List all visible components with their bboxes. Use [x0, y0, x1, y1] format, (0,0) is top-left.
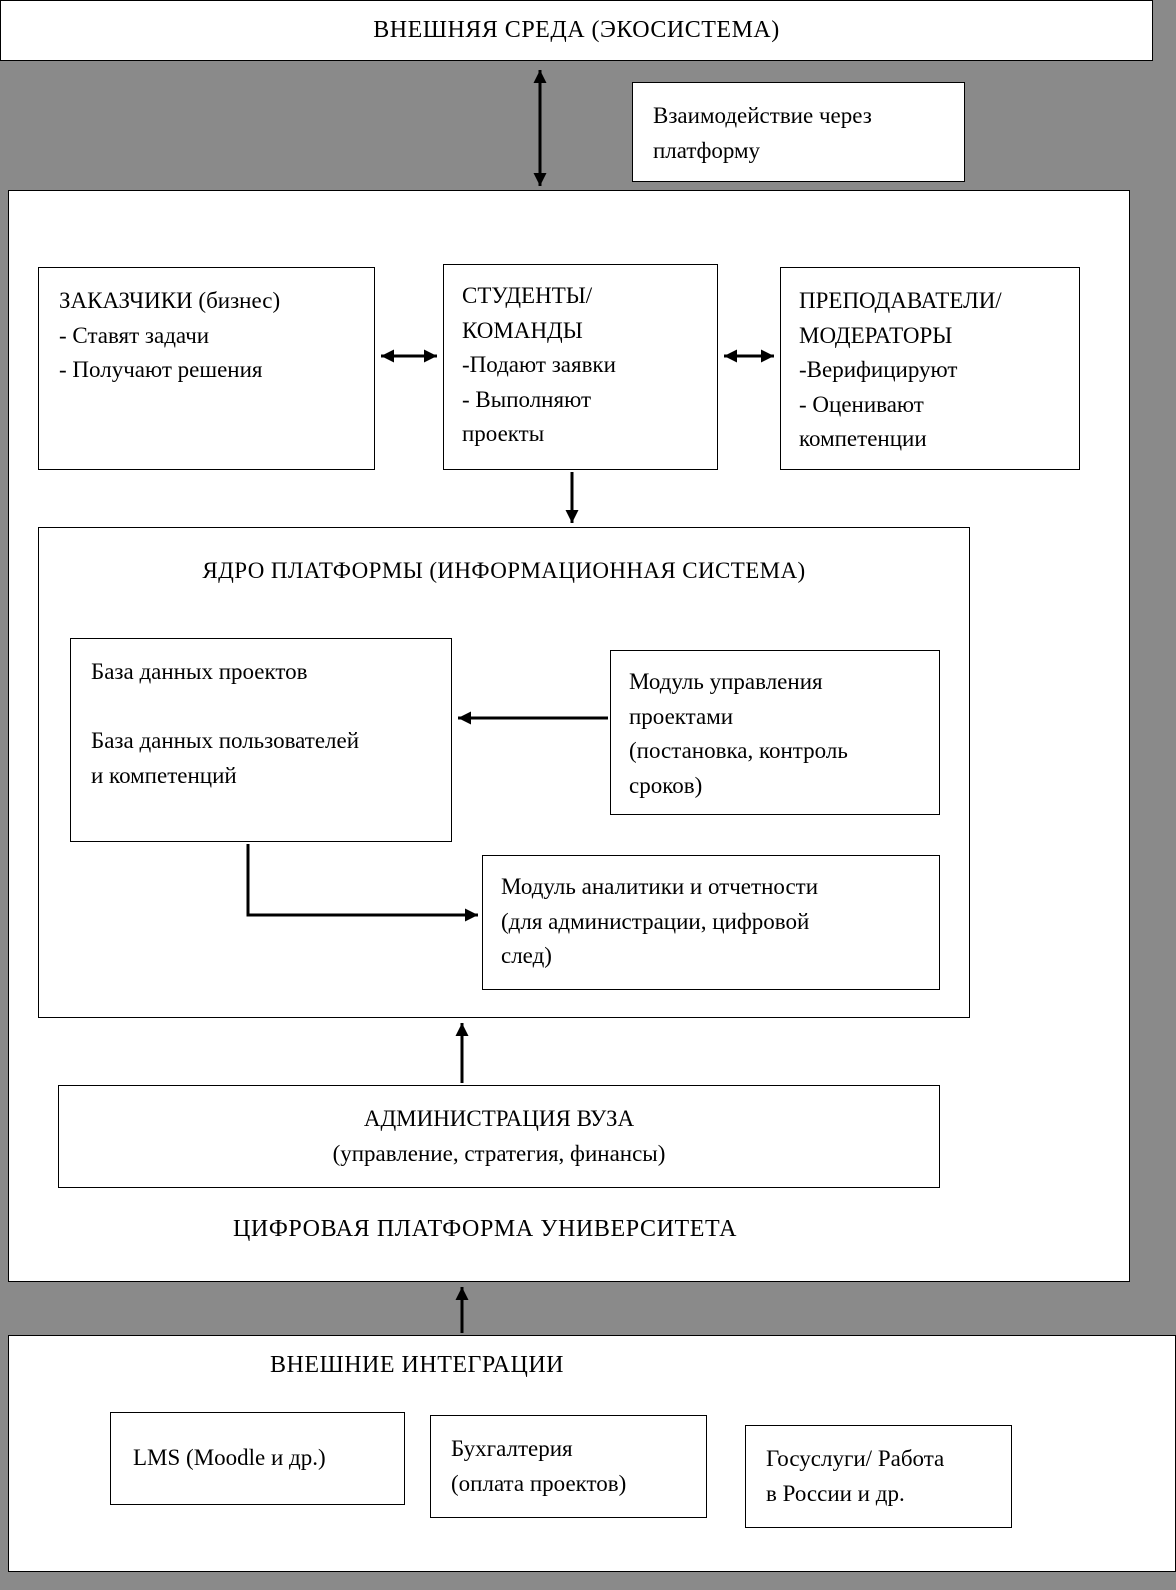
- administration-text: АДМИНИСТРАЦИЯ ВУЗА (управление, стратеги…: [332, 1106, 666, 1166]
- students-text: СТУДЕНТЫ/ КОМАНДЫ -Подают заявки - Выпол…: [462, 283, 616, 446]
- analytics-module-text: Модуль аналитики и отчетности (для админ…: [501, 874, 819, 968]
- external-integrations-title: ВНЕШНИЕ ИНТЕГРАЦИИ: [270, 1352, 564, 1378]
- customers-box: ЗАКАЗЧИКИ (бизнес) - Ставят задачи - Пол…: [38, 267, 375, 470]
- customers-text: ЗАКАЗЧИКИ (бизнес) - Ставят задачи - Пол…: [59, 288, 281, 382]
- gov-services-box: Госуслуги/ Работа в России и др.: [745, 1425, 1012, 1528]
- databases-text: База данных проектов База данных пользов…: [91, 659, 360, 788]
- lms-text: LMS (Moodle и др.): [133, 1445, 326, 1471]
- project-management-module-text: Модуль управления проектами (постановка,…: [629, 669, 848, 798]
- administration-box: АДМИНИСТРАЦИЯ ВУЗА (управление, стратеги…: [58, 1085, 940, 1188]
- external-environment-box: ВНЕШНЯЯ СРЕДА (ЭКОСИСТЕМА): [0, 0, 1153, 61]
- analytics-module-box: Модуль аналитики и отчетности (для админ…: [482, 855, 940, 990]
- teachers-box: ПРЕПОДАВАТЕЛИ/ МОДЕРАТОРЫ -Верифицируют …: [780, 267, 1080, 470]
- lms-box: LMS (Moodle и др.): [110, 1412, 405, 1505]
- accounting-box: Бухгалтерия (оплата проектов): [430, 1415, 707, 1518]
- project-management-module-box: Модуль управления проектами (постановка,…: [610, 650, 940, 815]
- accounting-text: Бухгалтерия (оплата проектов): [451, 1436, 627, 1496]
- digital-platform-label: ЦИФРОВАЯ ПЛАТФОРМА УНИВЕРСИТЕТА: [233, 1216, 738, 1242]
- platform-core-title: ЯДРО ПЛАТФОРМЫ (ИНФОРМАЦИОННАЯ СИСТЕМА): [202, 558, 806, 583]
- external-environment-title: ВНЕШНЯЯ СРЕДА (ЭКОСИСТЕМА): [373, 17, 780, 43]
- interaction-note-box: Взаимодействие через платформу: [632, 82, 965, 182]
- students-box: СТУДЕНТЫ/ КОМАНДЫ -Подают заявки - Выпол…: [443, 264, 718, 470]
- teachers-text: ПРЕПОДАВАТЕЛИ/ МОДЕРАТОРЫ -Верифицируют …: [799, 288, 1002, 451]
- gov-services-text: Госуслуги/ Работа в России и др.: [766, 1446, 945, 1506]
- databases-box: База данных проектов База данных пользов…: [70, 638, 452, 842]
- interaction-note-text: Взаимодействие через платформу: [653, 103, 872, 163]
